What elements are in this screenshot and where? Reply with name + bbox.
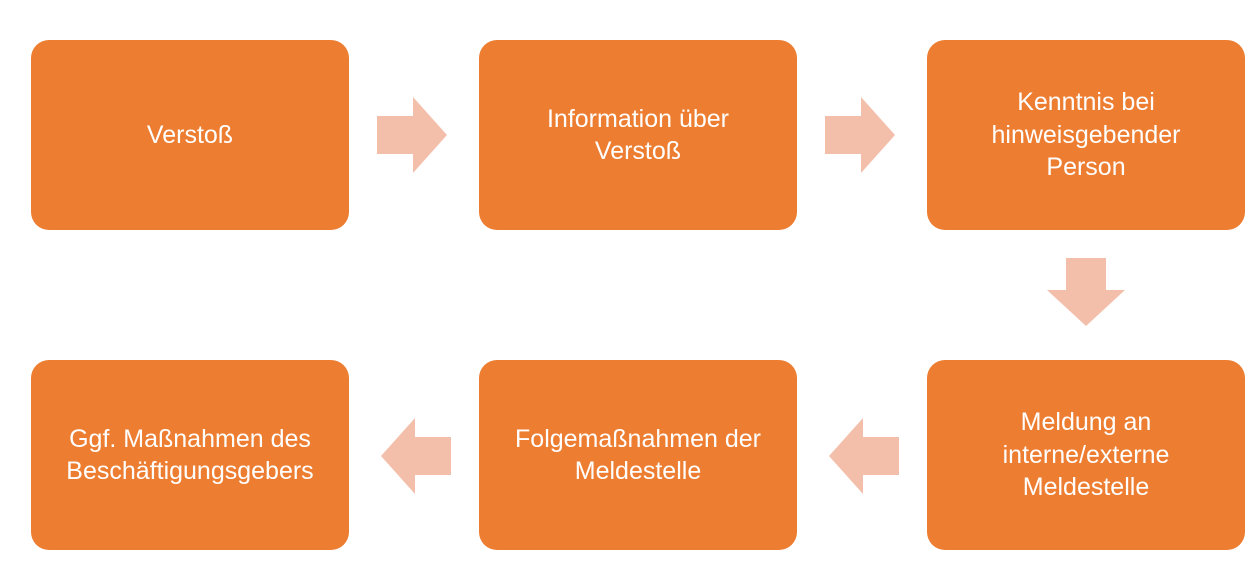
step-box-folgemassnahmen: Folgemaßnahmen der Meldestelle bbox=[479, 360, 797, 550]
step-label: Ggf. Maßnahmen des Beschäftigungsgebers bbox=[66, 424, 314, 486]
arrow-down-icon bbox=[1047, 258, 1125, 326]
step-label: Meldung an interne/externe Meldestelle bbox=[1002, 408, 1170, 502]
arrow-right-icon bbox=[377, 97, 447, 173]
step-box-massnahmen-beschaeftigungsgeber: Ggf. Maßnahmen des Beschäftigungsgebers bbox=[31, 360, 349, 550]
step-label: Kenntnis bei hinweisgebender Person bbox=[991, 88, 1181, 182]
step-box-kenntnis: Kenntnis bei hinweisgebender Person bbox=[927, 40, 1245, 230]
arrow-right-icon bbox=[825, 97, 895, 173]
step-label: Folgemaßnahmen der Meldestelle bbox=[515, 424, 761, 486]
step-box-meldung: Meldung an interne/externe Meldestelle bbox=[927, 360, 1245, 550]
arrow-left-icon bbox=[381, 418, 451, 494]
arrow-left-icon bbox=[829, 418, 899, 494]
step-box-information: Information über Verstoß bbox=[479, 40, 797, 230]
step-label: Verstoß bbox=[146, 120, 234, 149]
step-box-verstoss: Verstoß bbox=[31, 40, 349, 230]
step-label: Information über Verstoß bbox=[546, 104, 730, 166]
